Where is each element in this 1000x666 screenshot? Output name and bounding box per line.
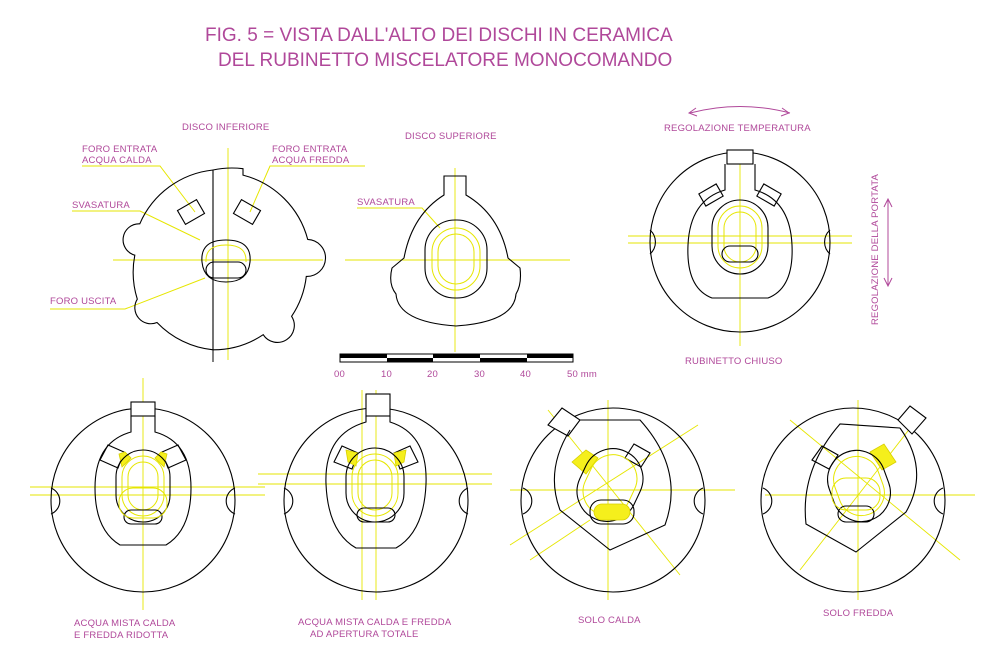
closed-tap: REGOLAZIONE TEMPERATURA REGOLAZIONE DELL… xyxy=(628,106,893,367)
outlet-chamfer xyxy=(201,239,251,283)
chamfer-label: SVASATURA xyxy=(72,200,130,211)
state-3-caption: SOLO CALDA xyxy=(578,615,641,626)
scale-tick-5: 50 mm xyxy=(567,369,597,380)
state-mixed-reduced: ACQUA MISTA CALDA E FREDDA RIDOTTA xyxy=(30,378,265,641)
scale-tick-1: 10 xyxy=(381,369,392,380)
upper-chamfer-label: SVASATURA xyxy=(357,197,415,208)
state-2-caption-line2: AD APERTURA TOTALE xyxy=(310,629,419,640)
flow-adjust-label: REGOLAZIONE DELLA PORTATA xyxy=(870,173,881,325)
hot-inlet-label-line2: ACQUA CALDA xyxy=(82,155,152,166)
temperature-arrow xyxy=(689,106,791,114)
lower-disc: DISCO INFERIORE FORO ENTRATA ACQUA CALDA… xyxy=(50,122,365,362)
figure-title-line2: DEL RUBINETTO MISCELATORE MONOCOMANDO xyxy=(218,50,672,71)
closed-tap-caption: RUBINETTO CHIUSO xyxy=(685,356,783,367)
lower-disc-label: DISCO INFERIORE xyxy=(182,122,269,133)
upper-disc-outline xyxy=(390,175,522,327)
state-hot-only: SOLO CALDA xyxy=(509,400,735,626)
outlet-hole xyxy=(205,261,247,279)
lower-disc-axes xyxy=(113,148,323,362)
scale-tick-3: 30 xyxy=(474,369,485,380)
upper-disc: DISCO SUPERIORE SVASATURA xyxy=(345,131,570,352)
state-full-open: ACQUA MISTA CALDA E FREDDA AD APERTURA T… xyxy=(258,390,492,640)
outlet-label: FORO USCITA xyxy=(50,296,117,307)
temperature-adjust-label: REGOLAZIONE TEMPERATURA xyxy=(664,123,811,134)
figure-title-line1: FIG. 5 = VISTA DALL'ALTO DEI DISCHI IN C… xyxy=(205,25,673,46)
state-1-caption-line2: E FREDDA RIDOTTA xyxy=(74,630,169,641)
upper-disc-label: DISCO SUPERIORE xyxy=(405,131,497,142)
state-2-caption-line1: ACQUA MISTA CALDA E FREDDA xyxy=(298,617,452,628)
lower-disc-leader-lines xyxy=(50,165,365,310)
scale-tick-0: 00 xyxy=(334,369,345,380)
cold-inlet-label-line1: FORO ENTRATA xyxy=(272,144,348,155)
closed-tap-upper-disc xyxy=(687,164,793,299)
scale-tick-4: 40 xyxy=(520,369,531,380)
scale-bar: 00 10 20 30 40 50 mm xyxy=(334,353,597,380)
state-cold-only: SOLO FREDDA xyxy=(760,400,975,619)
scale-tick-2: 20 xyxy=(427,369,438,380)
cold-inlet-hole xyxy=(232,198,262,226)
lower-disc-outline xyxy=(122,167,327,351)
state-4-caption: SOLO FREDDA xyxy=(823,608,894,619)
state-1-caption-line1: ACQUA MISTA CALDA xyxy=(74,618,176,629)
cold-inlet-label-line2: ACQUA FREDDA xyxy=(272,155,350,166)
hot-inlet-label-line1: FORO ENTRATA xyxy=(82,144,158,155)
upper-disc-chamfer xyxy=(424,219,488,299)
hot-inlet-hole xyxy=(176,198,206,226)
